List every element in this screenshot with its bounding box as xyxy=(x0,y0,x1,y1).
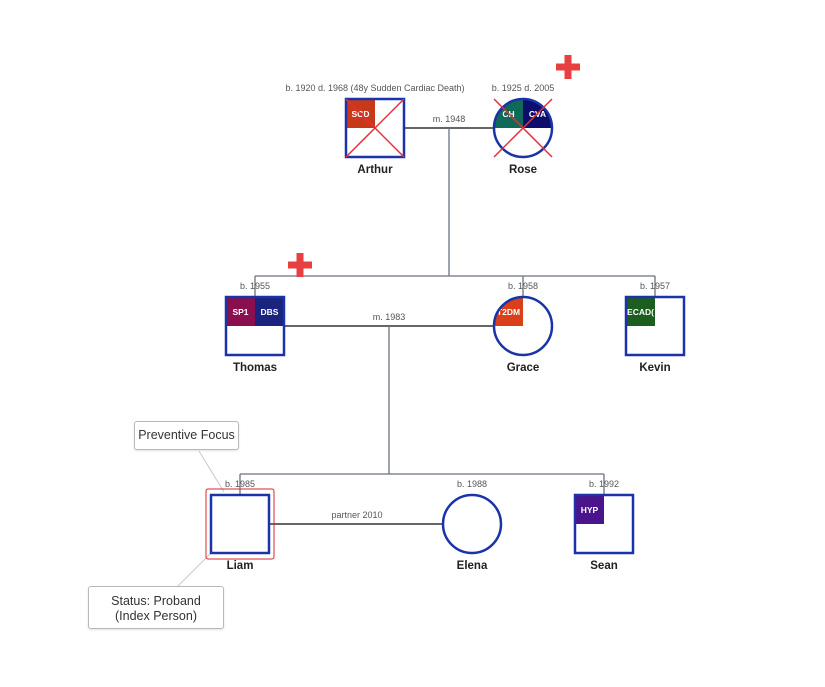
person-dates: b. 1988 xyxy=(457,479,487,489)
condition-code: T2DM xyxy=(497,307,520,317)
person-name: Thomas xyxy=(233,362,277,374)
couple-label: m. 1948 xyxy=(433,114,466,124)
person-outline xyxy=(209,493,271,555)
condition-code: ECAD( xyxy=(627,307,654,317)
person-outline xyxy=(492,97,554,159)
proband-highlight xyxy=(205,488,275,560)
person-outline xyxy=(344,97,406,159)
note-pointer-line xyxy=(198,450,225,493)
person-outline xyxy=(573,493,635,555)
person-shape-bg xyxy=(211,495,269,553)
status-proband-note: Status: Proband (Index Person) xyxy=(88,586,224,629)
deceased-mark xyxy=(493,98,553,158)
person-name: Rose xyxy=(509,164,537,176)
condition-markers: CHCVA xyxy=(494,99,552,128)
person-shape-bg xyxy=(443,495,501,553)
deceased-mark xyxy=(345,98,405,158)
person-dates: b. 1957 xyxy=(640,281,670,291)
person-dates: b. 1920 d. 1968 (48y Sudden Cardiac Deat… xyxy=(285,83,464,93)
person-outline xyxy=(224,295,286,357)
person-name: Grace xyxy=(507,362,540,374)
red-cross-icon xyxy=(556,55,580,79)
condition-markers: ECAD( xyxy=(626,297,655,326)
couple-label: partner 2010 xyxy=(331,510,382,520)
condition-markers: SP1 DBS xyxy=(226,297,284,326)
person-outline xyxy=(441,493,503,555)
person-dates: b. 1925 d. 2005 xyxy=(492,83,555,93)
preventive-focus-text: Preventive Focus xyxy=(138,428,235,442)
relationship-lines xyxy=(239,127,656,525)
person-name: Elena xyxy=(457,560,488,572)
person-name: Liam xyxy=(227,560,254,572)
person-outline xyxy=(492,295,554,357)
person-outline xyxy=(624,295,686,357)
preventive-focus-note: Preventive Focus xyxy=(134,421,239,450)
person-name: Sean xyxy=(590,560,618,572)
condition-code: SP1 xyxy=(232,307,248,317)
condition-code: HYP xyxy=(581,505,599,515)
person-dates: b. 1985 xyxy=(225,479,255,489)
person-dates: b. 1958 xyxy=(508,281,538,291)
person-name: Kevin xyxy=(639,362,670,374)
condition-quadrant xyxy=(226,297,255,326)
person-dates: b. 1992 xyxy=(589,479,619,489)
condition-quadrant xyxy=(575,495,604,524)
condition-quadrant xyxy=(255,297,284,326)
person-dates: b. 1955 xyxy=(240,281,270,291)
status-proband-text: Status: Proband (Index Person) xyxy=(111,594,201,623)
person-name: Arthur xyxy=(357,164,393,176)
person-arthur: SCDb. 1920 d. 1968 (48y Sudden Cardiac D… xyxy=(285,83,464,176)
note-pointer-line xyxy=(177,553,211,587)
condition-code: DBS xyxy=(261,307,279,317)
condition-quadrant xyxy=(626,297,655,326)
couple-label: m. 1983 xyxy=(373,312,406,322)
condition-markers: HYP xyxy=(575,495,604,524)
red-cross-icon xyxy=(288,253,312,277)
